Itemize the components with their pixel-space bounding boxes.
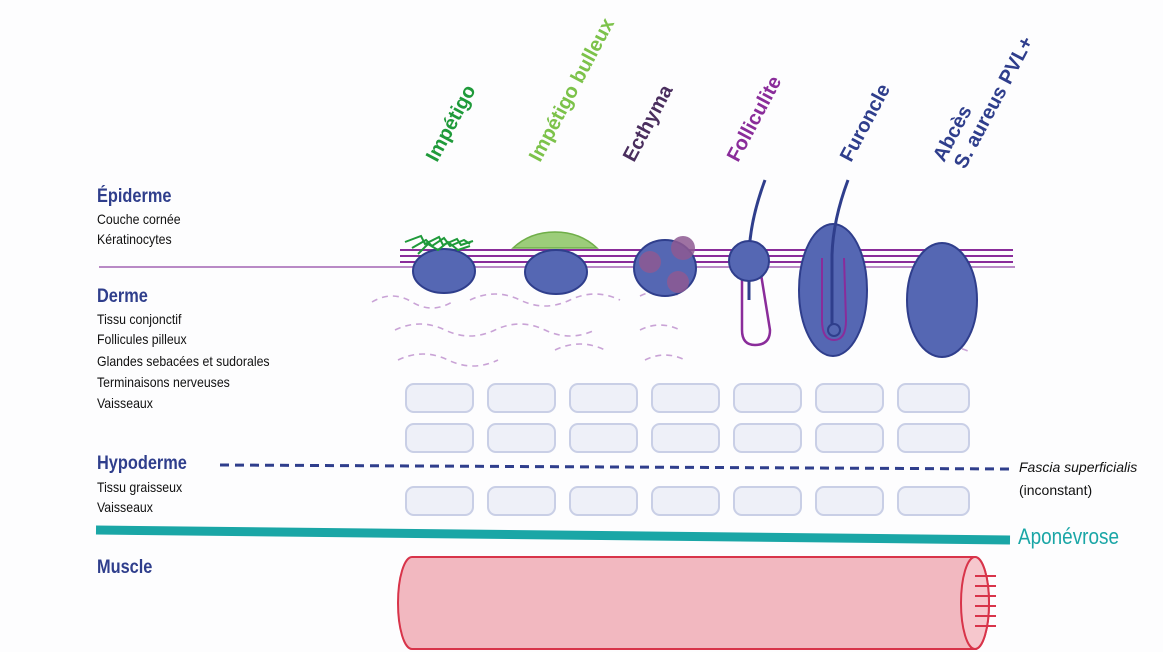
layer-item: Tissu graisseux — [97, 479, 182, 495]
bulla-icon — [513, 232, 597, 248]
layer-item: Terminaisons nerveuses — [97, 374, 230, 390]
layer-item: Vaisseaux — [97, 395, 153, 411]
infection-label-s-aureus: S. aureus PVL+ — [950, 33, 1038, 172]
layer-title-hypoderme: Hypoderme — [97, 453, 187, 475]
infection-label-folliculite: Folliculite — [723, 73, 786, 166]
layer-item: Couche cornée — [97, 211, 181, 227]
fascia-label: Fascia superficialis — [1019, 459, 1137, 475]
impetigo-lesion — [413, 249, 475, 293]
infection-label-furoncle: Furoncle — [836, 80, 895, 165]
aponevrose-line — [96, 530, 1010, 540]
layer-title-epiderme: Épiderme — [97, 186, 171, 208]
layer-item: Glandes sebacées et sudorales — [97, 353, 270, 369]
layer-item: Follicules pilleux — [97, 331, 187, 347]
aponevrose-label: Aponévrose — [1018, 524, 1119, 550]
layer-item: Kératinocytes — [97, 231, 172, 247]
fat-cells — [406, 384, 969, 515]
infection-label-impetigo: Impétigo — [422, 81, 481, 165]
impetigo-bulleux-lesion — [525, 250, 587, 294]
abces-lesion — [907, 243, 977, 357]
infection-label-impetigo-bulleux: Impétigo bulleux — [525, 15, 619, 166]
layer-title-derme: Derme — [97, 286, 148, 308]
folliculite-lesion — [729, 241, 769, 281]
infection-label-ecthyma: Ecthyma — [619, 81, 678, 166]
dermis-fibers — [372, 291, 970, 366]
layer-item: Tissu conjonctif — [97, 311, 181, 327]
layer-item: Vaisseaux — [97, 499, 153, 515]
fascia-superficialis-line — [220, 465, 1010, 469]
fascia-note: (inconstant) — [1019, 482, 1092, 498]
layer-title-muscle: Muscle — [97, 557, 152, 579]
muscle-drawing — [398, 557, 996, 649]
